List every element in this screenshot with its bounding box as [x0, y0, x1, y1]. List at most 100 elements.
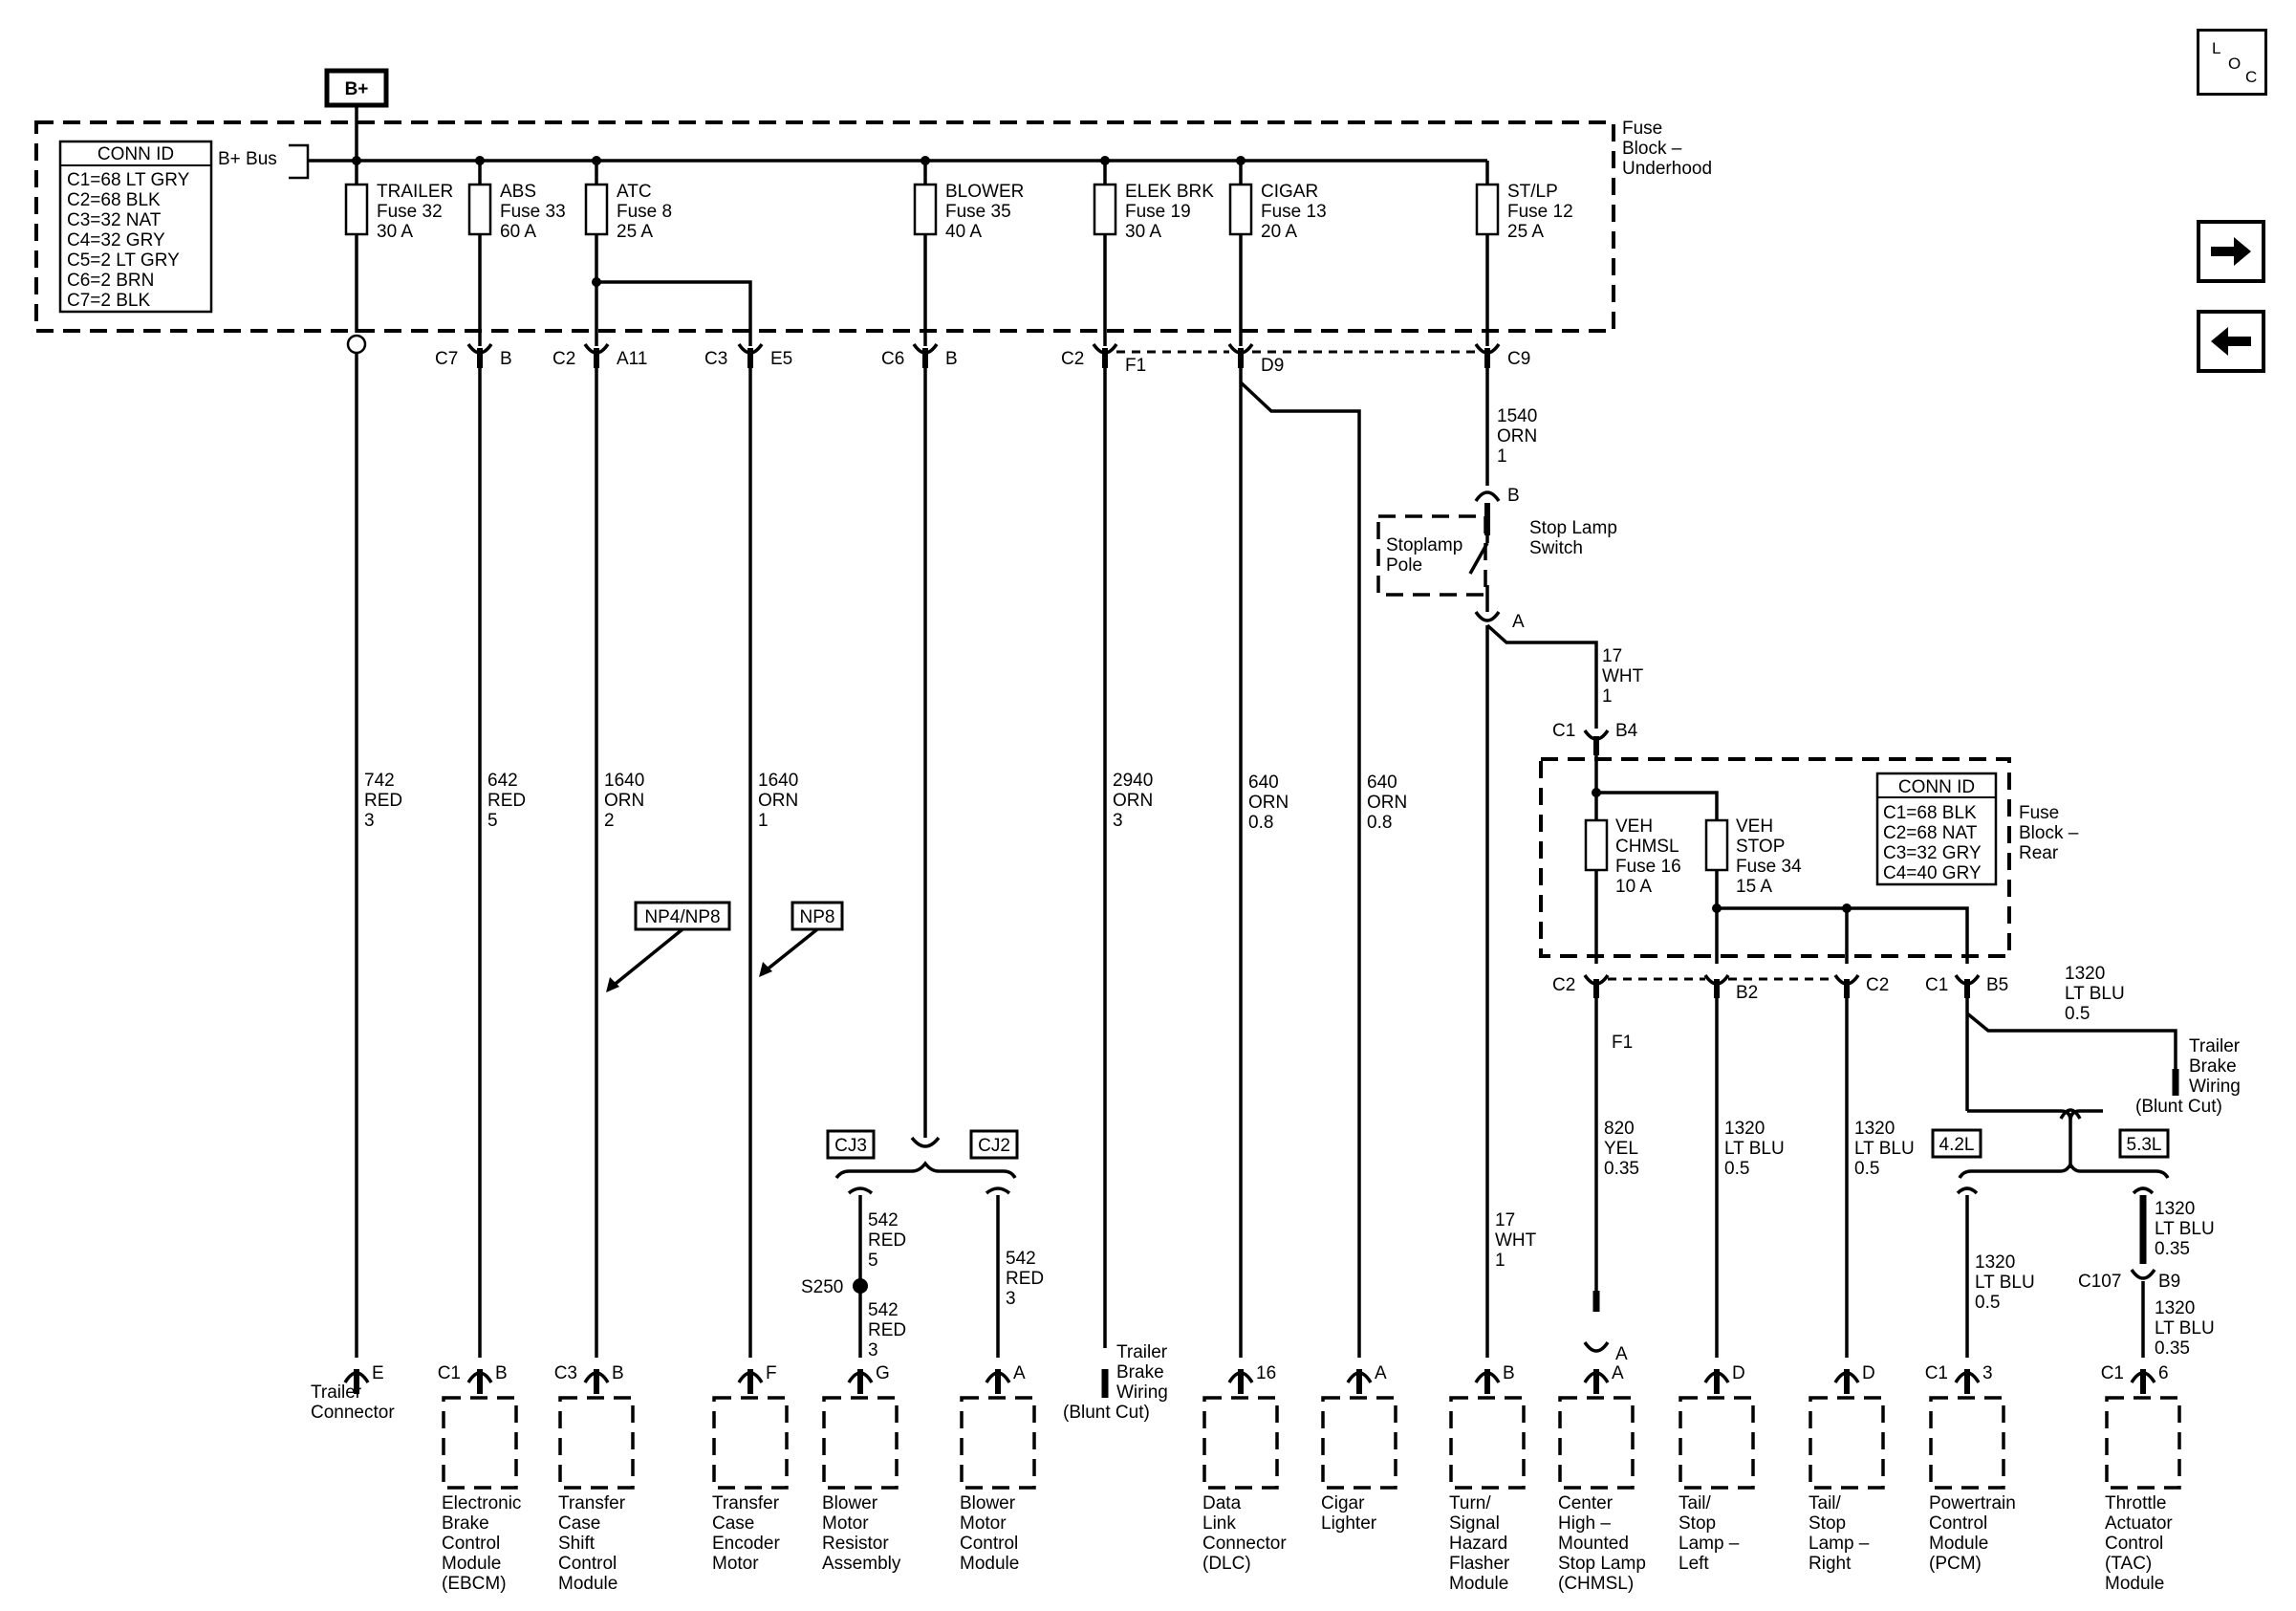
- component-pin-conn: C1: [1925, 1363, 1948, 1383]
- splice-open: [346, 334, 367, 355]
- component-name-line: Left: [1679, 1554, 1709, 1574]
- component-name-line: (DLC): [1202, 1554, 1251, 1574]
- component-box: [822, 1396, 899, 1490]
- component-pin: D: [1862, 1363, 1875, 1383]
- component-pin-conn: C3: [554, 1363, 577, 1383]
- wire-gauge: 0.35: [1604, 1159, 1639, 1179]
- component-name-line: Flasher: [1449, 1554, 1510, 1574]
- conn-id-row: C2=68 NAT: [1883, 823, 1978, 843]
- stoplamp-pole-box: [1376, 514, 1487, 597]
- conn-id-row: C1=68 BLK: [1883, 803, 1977, 823]
- component-name-line: Cigar: [1321, 1493, 1365, 1513]
- component-name-line: Transfer: [712, 1493, 780, 1513]
- conn-chmsl: [1583, 1340, 1610, 1353]
- conn-label: C7: [435, 349, 458, 369]
- component-pin: 6: [2158, 1363, 2169, 1383]
- conn-label: B: [500, 349, 512, 369]
- fuse-amps: 10 A: [1615, 877, 1652, 897]
- connector-row-rear: [1583, 973, 1981, 998]
- component-pin: B: [612, 1363, 624, 1383]
- wire-color: ORN: [1248, 793, 1289, 813]
- component-box: [1202, 1396, 1279, 1490]
- component-box: [442, 1396, 518, 1490]
- wire-gauge: 3: [1113, 811, 1123, 831]
- rear-bus: [1596, 791, 1719, 820]
- component-box: [1449, 1396, 1526, 1490]
- conn-label: E5: [770, 349, 792, 369]
- conn-id-row: C1=68 LT GRY: [67, 170, 190, 190]
- fuse-amps: 30 A: [377, 222, 413, 242]
- component-name-line: Module: [1449, 1574, 1508, 1594]
- component-pin: D: [1732, 1363, 1745, 1383]
- component-pin: B: [495, 1363, 508, 1383]
- fuse-amps: 40 A: [945, 222, 982, 242]
- cj3-box: [826, 1129, 876, 1160]
- trailer-brake-wiring-4: (Blunt Cut): [1063, 1403, 1150, 1423]
- component-box: [1809, 1396, 1885, 1490]
- component-box: [1679, 1396, 1755, 1490]
- fuse-number: Fuse 12: [1507, 202, 1573, 222]
- conn-id-row: C4=32 GRY: [67, 230, 165, 250]
- wire-gauge: 1: [758, 811, 769, 831]
- component-name-line: Data: [1202, 1493, 1242, 1513]
- trailer-brake-wiring-b-2: Brake: [2189, 1056, 2237, 1077]
- conn-id-title: CONN ID: [97, 144, 174, 164]
- component-name-line: Throttle: [2105, 1493, 2166, 1513]
- component-name-line: Lighter: [1321, 1513, 1377, 1534]
- wire-color: LT BLU: [1724, 1139, 1785, 1159]
- wire-circuit: 1320: [1724, 1119, 1765, 1139]
- conn-label: C9: [1507, 349, 1530, 369]
- trailer-brake-wiring-b-3: Wiring: [2189, 1077, 2241, 1097]
- arrowhead: [759, 962, 772, 977]
- component-name-line: Resistor: [822, 1534, 889, 1554]
- wire-color: RED: [868, 1320, 906, 1340]
- loc-button[interactable]: L O C: [2197, 29, 2267, 96]
- prev-page-button[interactable]: [2197, 310, 2265, 373]
- wire-gauge: 3: [364, 811, 375, 831]
- component-name-line: Electronic: [442, 1493, 521, 1513]
- wire-color: RED: [364, 791, 402, 811]
- wire-color: RED: [1006, 1269, 1044, 1289]
- splice-s250: [853, 1278, 868, 1294]
- next-page-button[interactable]: [2197, 220, 2265, 283]
- wire-color: RED: [487, 791, 526, 811]
- wire-640-cigar: [1239, 381, 1361, 1358]
- fuse-number: Fuse 16: [1615, 857, 1681, 877]
- conn-label: C1: [1925, 975, 1948, 995]
- conn-label: B2: [1736, 983, 1758, 1003]
- fuse-block-underhood-label-1: Fuse: [1622, 119, 1662, 139]
- component-name-line: Lamp –: [1809, 1534, 1870, 1554]
- fuse-atc: ATC Fuse 8 25 A: [584, 156, 752, 346]
- bplus-label: B+: [345, 79, 369, 99]
- np4np8-arrow: [610, 927, 684, 989]
- fuse-name: VEH: [1615, 816, 1653, 837]
- component-row: ETrailerConnectorBC1ElectronicBrakeContr…: [311, 1363, 2181, 1594]
- wire-gauge: 1: [1495, 1251, 1505, 1271]
- wire-circuit: 640: [1367, 773, 1397, 793]
- component-name-line: Control: [558, 1554, 617, 1574]
- l42-box: [1931, 1128, 1982, 1159]
- component-box: [2105, 1396, 2181, 1490]
- conn-id-row: C4=40 GRY: [1883, 863, 1982, 883]
- component-name-line: Link: [1202, 1513, 1236, 1534]
- conn-label: D9: [1261, 356, 1284, 376]
- wire-gauge: 0.5: [1975, 1293, 2000, 1313]
- cj3-conn: [847, 1186, 874, 1195]
- fuse-name: ST/LP: [1507, 182, 1558, 202]
- conn-label: C2: [1061, 349, 1084, 369]
- component-name-line: Tail/: [1679, 1493, 1712, 1513]
- wire-color: WHT: [1602, 666, 1644, 686]
- component-box: [1929, 1396, 2005, 1490]
- np8-box: [791, 901, 844, 931]
- component-name-line: Control: [442, 1534, 500, 1554]
- component-pin: 3: [1982, 1363, 1993, 1383]
- stop-lamp-switch-1: Stop Lamp: [1529, 518, 1617, 538]
- wire-gauge: 0.5: [1724, 1159, 1749, 1179]
- loc-letter: C: [2245, 68, 2258, 86]
- component-name-line: Control: [960, 1534, 1018, 1554]
